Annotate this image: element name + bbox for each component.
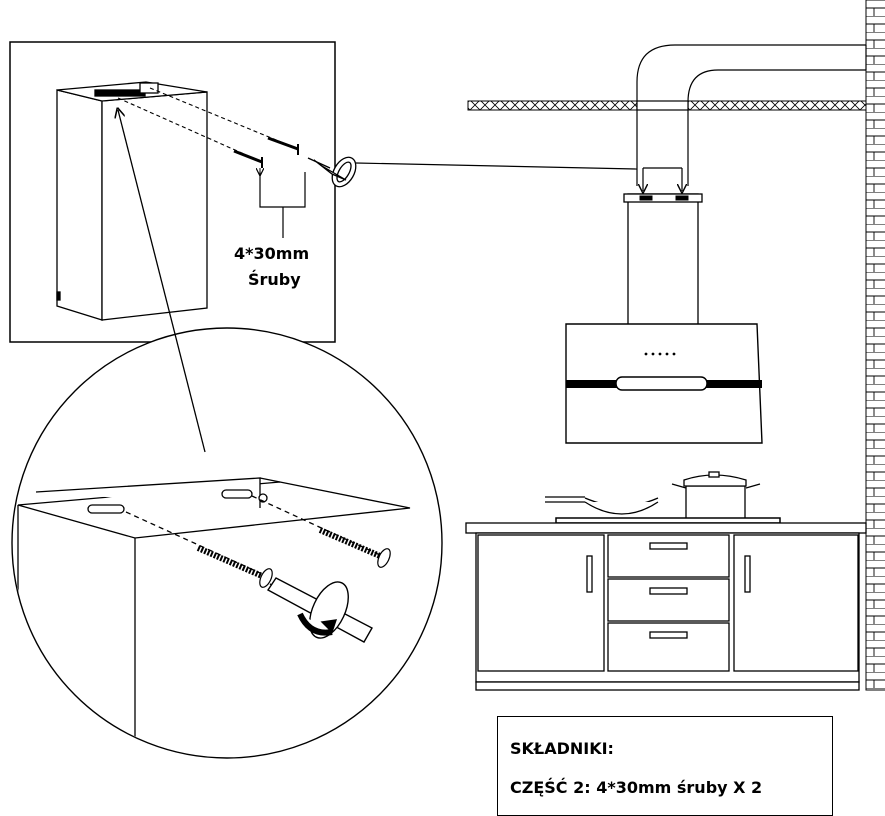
magnifier-pointer bbox=[118, 110, 206, 453]
control-dots-icon bbox=[644, 352, 676, 356]
exhaust-duct bbox=[636, 44, 867, 191]
callout-connector bbox=[355, 162, 638, 170]
chimney-closeup bbox=[56, 81, 208, 321]
screw-icon bbox=[318, 527, 391, 568]
magnifier-circle bbox=[11, 327, 443, 759]
cooking-pot bbox=[671, 471, 761, 521]
parts-line: CZĘŚĆ 2: 4*30mm śruby X 2 bbox=[510, 778, 763, 797]
parts-list-box: SKŁADNIKI: CZĘŚĆ 2: 4*30mm śruby X 2 bbox=[497, 716, 833, 816]
screwdriver-icon bbox=[266, 577, 373, 643]
detail-box bbox=[9, 41, 357, 343]
wok-pan bbox=[545, 496, 659, 515]
screw-icon bbox=[196, 545, 273, 588]
screw-word-label: Śruby bbox=[248, 270, 301, 289]
parts-title: SKŁADNIKI: bbox=[510, 739, 614, 758]
screw-icon bbox=[267, 136, 299, 155]
screw-icon bbox=[233, 149, 263, 168]
cooktop bbox=[555, 517, 781, 524]
range-hood bbox=[565, 193, 763, 444]
brick-wall bbox=[865, 0, 885, 691]
screwdriver-icon bbox=[307, 156, 357, 188]
screw-spec-label: 4*30mm bbox=[234, 244, 310, 263]
kitchen-cabinet bbox=[465, 522, 867, 691]
